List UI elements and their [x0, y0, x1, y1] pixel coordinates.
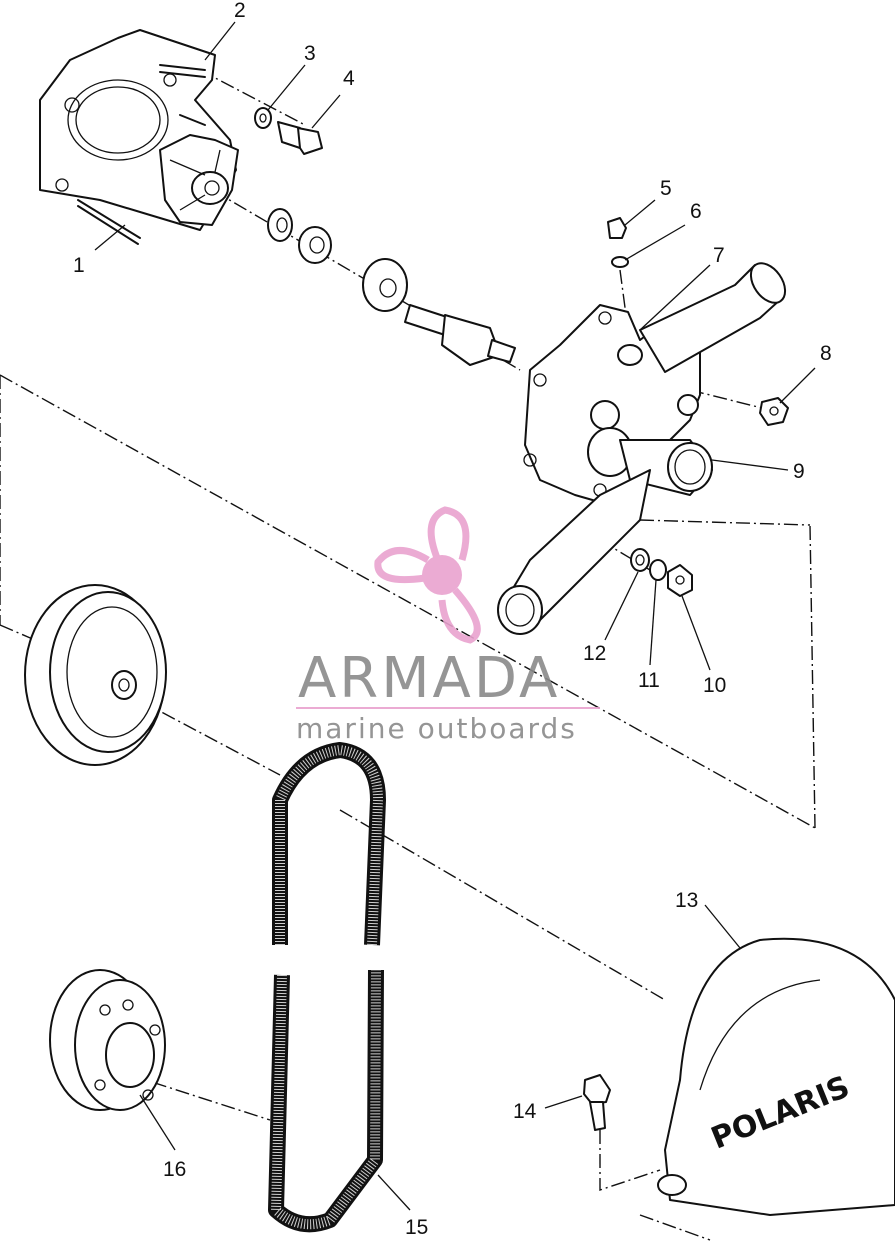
callout-16: 16	[163, 1158, 186, 1181]
callout-1: 1	[73, 254, 85, 277]
callout-labels: 1 2 3 4 5 6 7 8 9 10 11 12 13 14 15 16	[73, 0, 832, 1239]
callout-12: 12	[583, 642, 606, 665]
nut-part-10	[667, 564, 693, 597]
bolt-part-5	[607, 217, 627, 239]
impeller	[159, 134, 239, 226]
seal	[267, 208, 293, 242]
watermark-logo: ARMADA marine outboards	[296, 506, 600, 745]
callout-15: 15	[405, 1216, 428, 1239]
callout-9: 9	[793, 460, 805, 483]
drive-pulley	[24, 584, 167, 766]
callout-7: 7	[713, 244, 725, 267]
bolt-part-4	[277, 121, 323, 155]
callout-4: 4	[343, 67, 355, 90]
pump-shaft	[404, 304, 516, 366]
callout-11: 11	[638, 669, 660, 692]
oil-seal	[298, 226, 332, 264]
callout-5: 5	[660, 177, 672, 200]
watermark-tagline: marine outboards	[296, 712, 577, 745]
callout-6: 6	[690, 200, 702, 223]
stud-part-1	[77, 64, 206, 245]
callout-8: 8	[820, 342, 832, 365]
callout-2: 2	[234, 0, 246, 22]
washer-part-3	[254, 107, 272, 129]
belt-cover-part-13: POLARIS	[657, 937, 895, 1216]
watermark-brand: ARMADA	[298, 646, 560, 711]
callout-13: 13	[675, 889, 698, 912]
bolt-part-14	[583, 1074, 611, 1131]
callout-3: 3	[304, 42, 316, 65]
washer-part-11	[649, 559, 667, 581]
belt-part-15	[268, 742, 386, 1233]
callout-10: 10	[703, 674, 726, 697]
bearing	[362, 258, 408, 312]
nut-part-8	[759, 397, 789, 426]
washer-part-12	[630, 548, 650, 572]
leader-lines	[94, 21, 816, 1211]
callout-14: 14	[513, 1100, 537, 1123]
propeller-logo-icon	[374, 506, 481, 644]
washer-part-6	[611, 256, 629, 268]
pulley-part-16	[49, 969, 166, 1111]
elbow-pipe	[497, 469, 651, 635]
